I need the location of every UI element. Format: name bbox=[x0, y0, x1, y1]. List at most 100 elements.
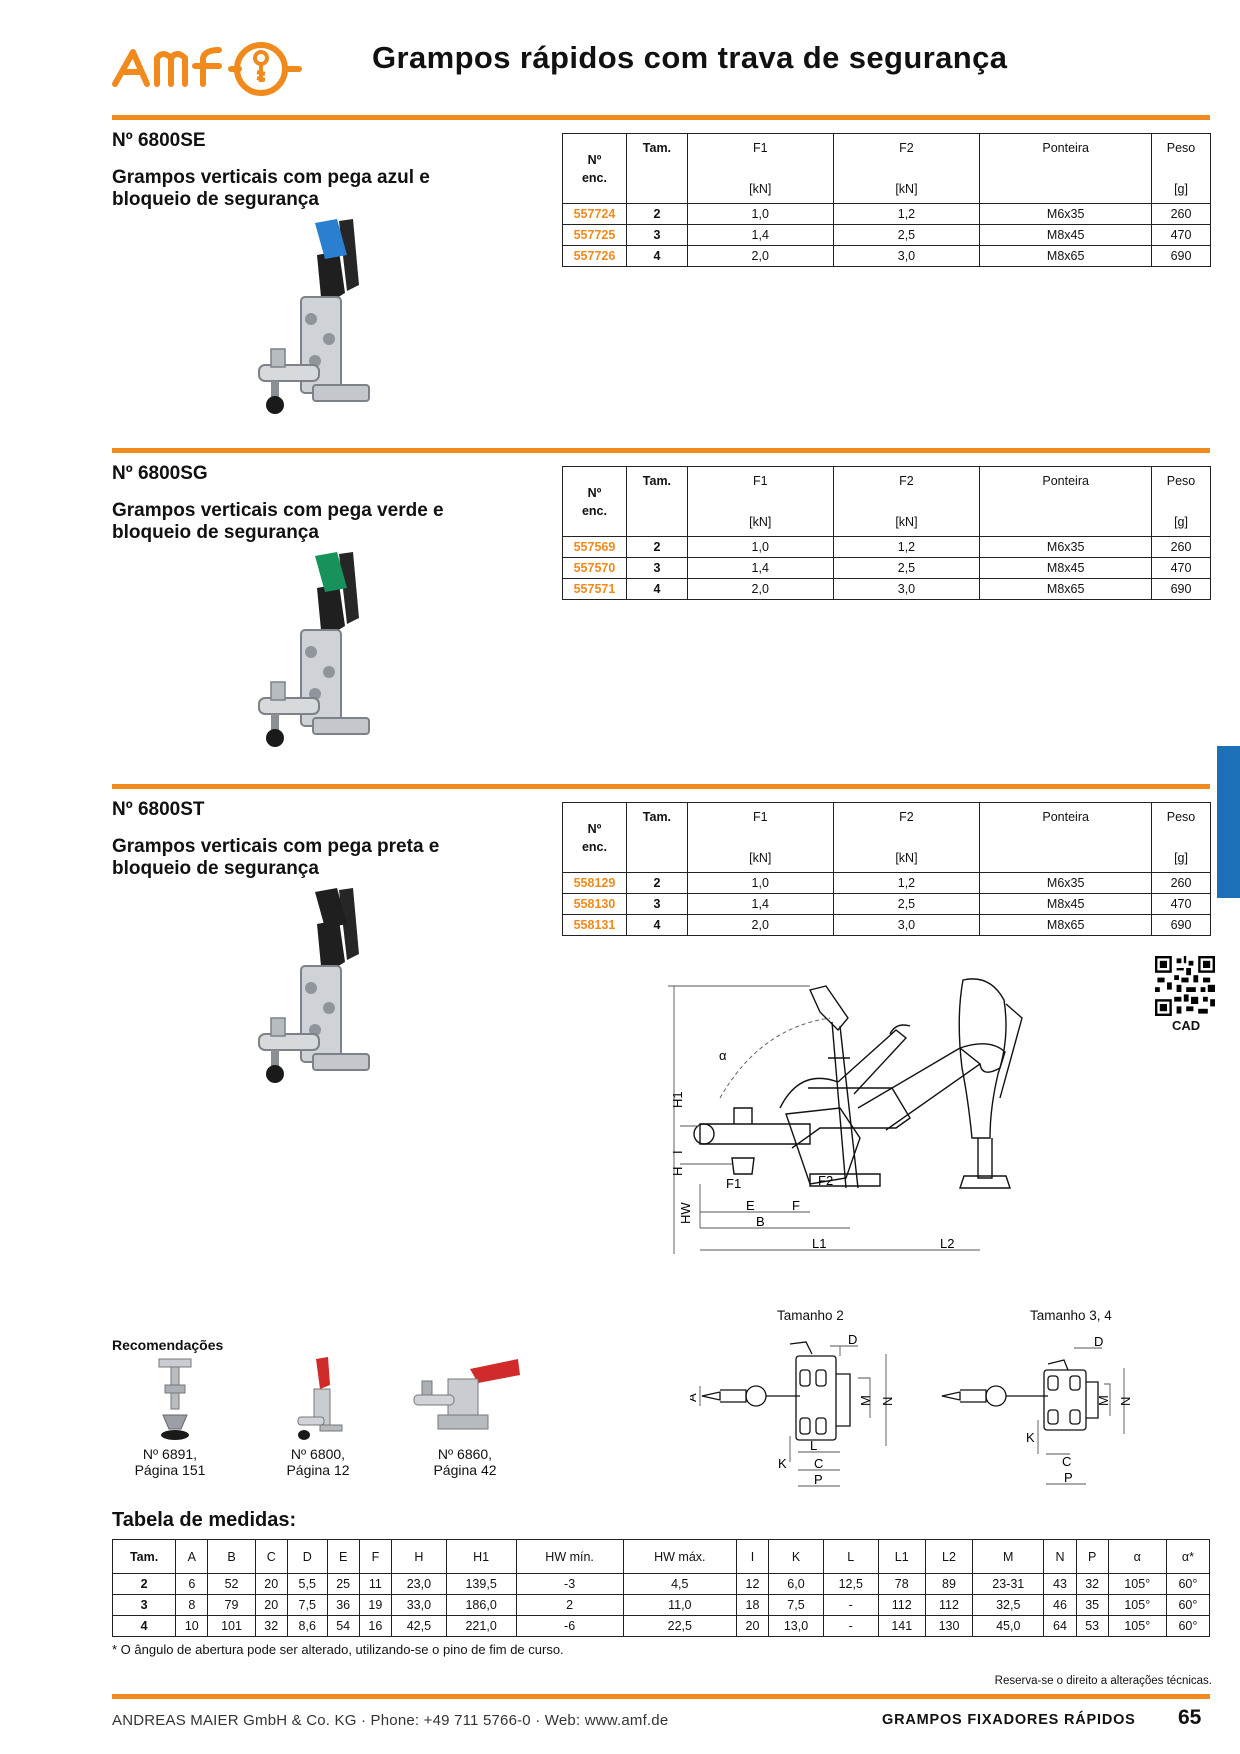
table-cell: 36 bbox=[326, 1594, 360, 1616]
table-cell: 35 bbox=[1075, 1594, 1109, 1616]
dim-label-d: D bbox=[1094, 1334, 1103, 1349]
dim-label-l2: L2 bbox=[940, 1236, 954, 1251]
column-header: H1 bbox=[445, 1539, 517, 1574]
table-cell: 101 bbox=[207, 1615, 256, 1637]
table-cell: 89 bbox=[924, 1573, 974, 1595]
table-cell: 5,5 bbox=[286, 1573, 328, 1595]
table-cell: 23-31 bbox=[972, 1573, 1045, 1595]
dim-label-l1: L1 bbox=[812, 1236, 826, 1251]
table-cell: 46 bbox=[1043, 1594, 1077, 1616]
order-number-link[interactable]: 557570 bbox=[562, 557, 627, 579]
table-cell: 3 bbox=[111, 1594, 177, 1616]
table-cell: 16 bbox=[358, 1615, 392, 1637]
table-cell: 45,0 bbox=[972, 1615, 1045, 1637]
table-cell: 105° bbox=[1107, 1615, 1167, 1637]
section-description: Grampos verticais com pega verde e bloqu… bbox=[112, 500, 444, 543]
table-cell: 33,0 bbox=[390, 1594, 447, 1616]
column-header: I bbox=[735, 1539, 770, 1574]
dim-label-n: N bbox=[880, 1397, 895, 1406]
table-cell: 221,0 bbox=[445, 1615, 517, 1637]
column-header: A bbox=[175, 1539, 209, 1574]
table-cell: - bbox=[822, 1594, 879, 1616]
table-cell: 105° bbox=[1107, 1573, 1167, 1595]
table-cell: 13,0 bbox=[768, 1615, 824, 1637]
amf-logo bbox=[112, 42, 302, 96]
table-cell: 4,5 bbox=[622, 1573, 737, 1595]
product-image-clamp-black bbox=[258, 887, 370, 1084]
order-number-link[interactable]: 558131 bbox=[562, 914, 627, 936]
order-number-link[interactable]: 557726 bbox=[562, 245, 627, 267]
dim-label-m: M bbox=[1096, 1395, 1111, 1406]
order-number-link[interactable]: 557724 bbox=[562, 203, 627, 225]
section-number: Nº 6800SE bbox=[112, 130, 206, 151]
recommendation-image-6860[interactable] bbox=[408, 1355, 523, 1445]
table-cell: 60° bbox=[1165, 1594, 1211, 1616]
table-cell: 11,0 bbox=[622, 1594, 737, 1616]
section-divider bbox=[112, 448, 1210, 453]
recommendation-image-6891[interactable] bbox=[145, 1355, 205, 1445]
table-cell: 139,5 bbox=[445, 1573, 517, 1595]
dim-label-d: D bbox=[848, 1334, 857, 1347]
footnote: * O ângulo de abertura pode ser alterado… bbox=[112, 1642, 564, 1657]
table-cell: 78 bbox=[877, 1573, 926, 1595]
table-cell: 130 bbox=[924, 1615, 974, 1637]
dim-label-n: N bbox=[1118, 1397, 1133, 1406]
recommendation-caption[interactable]: Nº 6860,Página 42 bbox=[433, 1446, 497, 1478]
order-number-link[interactable]: 557725 bbox=[562, 224, 627, 246]
table-cell: 25 bbox=[326, 1573, 360, 1595]
qr-code-icon[interactable] bbox=[1155, 956, 1215, 1016]
table-cell: 60° bbox=[1165, 1615, 1211, 1637]
table-cell: 2 bbox=[111, 1573, 177, 1595]
table-cell: 20 bbox=[735, 1615, 770, 1637]
order-number-link[interactable]: 557571 bbox=[562, 578, 627, 600]
table-cell: 42,5 bbox=[390, 1615, 447, 1637]
column-header: B bbox=[207, 1539, 256, 1574]
column-header: Tam. bbox=[111, 1539, 177, 1574]
column-header: P bbox=[1075, 1539, 1109, 1574]
footer-company: ANDREAS MAIER GmbH & Co. KG · Phone: +49… bbox=[112, 1712, 669, 1729]
table-cell: 186,0 bbox=[445, 1594, 517, 1616]
table-cell: 12 bbox=[735, 1573, 770, 1595]
recommendation-caption[interactable]: Nº 6800,Página 12 bbox=[286, 1446, 350, 1478]
reserve-note: Reserva-se o direito a alterações técnic… bbox=[994, 1675, 1212, 1687]
recommendation-caption[interactable]: Nº 6891,Página 151 bbox=[134, 1446, 206, 1478]
column-header: N bbox=[1043, 1539, 1077, 1574]
dim-label-h1: H1 bbox=[670, 1091, 685, 1108]
dim-label-k: K bbox=[778, 1456, 787, 1471]
table-cell: 7,5 bbox=[286, 1594, 328, 1616]
dim-label-b: B bbox=[756, 1214, 765, 1229]
table-cell: 12,5 bbox=[822, 1573, 879, 1595]
column-header: D bbox=[286, 1539, 328, 1574]
dim-label-h: H bbox=[670, 1167, 685, 1176]
column-header: C bbox=[254, 1539, 288, 1574]
dim-label-hw: HW bbox=[678, 1202, 693, 1224]
order-number-link[interactable]: 558130 bbox=[562, 893, 627, 915]
dim-label-c: C bbox=[1062, 1454, 1071, 1469]
table-cell: 11 bbox=[358, 1573, 392, 1595]
table-cell: 53 bbox=[1075, 1615, 1109, 1637]
size-label-2: Tamanho 2 bbox=[777, 1308, 844, 1323]
table-cell: 4 bbox=[111, 1615, 177, 1637]
section-number: Nº 6800ST bbox=[112, 799, 205, 820]
table-cell: 18 bbox=[735, 1594, 770, 1616]
order-number-link[interactable]: 558129 bbox=[562, 872, 627, 894]
column-header: L2 bbox=[924, 1539, 974, 1574]
order-number-link[interactable]: 557569 bbox=[562, 536, 627, 558]
recommendation-image-6800[interactable] bbox=[290, 1355, 350, 1445]
table-cell: 32 bbox=[254, 1615, 288, 1637]
page-title: Grampos rápidos com trava de segurança bbox=[372, 40, 1008, 75]
table-cell: 141 bbox=[877, 1615, 926, 1637]
dim-label-l: L bbox=[810, 1438, 817, 1453]
table-cell: 112 bbox=[877, 1594, 926, 1616]
table-cell: 32,5 bbox=[972, 1594, 1045, 1616]
section-divider bbox=[112, 784, 1210, 789]
section-description: Grampos verticais com pega preta e bloqu… bbox=[112, 836, 440, 879]
